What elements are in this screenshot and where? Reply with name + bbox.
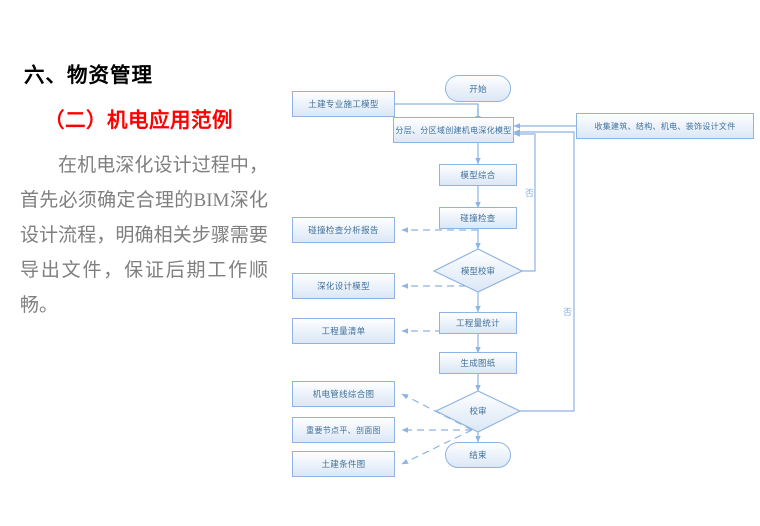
node-model-integration[interactable]: 模型综合 (439, 164, 517, 186)
edge-finalreview-no-loop (513, 129, 575, 412)
node-quantity-statistics[interactable]: 工程量统计 (439, 312, 517, 334)
edge-civil-to-create (395, 103, 479, 118)
decision-model-review-shape (432, 248, 524, 293)
node-civil-construction-model[interactable]: 土建专业施工模型 (292, 91, 395, 117)
node-clash-report[interactable]: 碰撞检查分析报告 (292, 217, 395, 243)
edge-fan-to-civil (401, 429, 473, 465)
node-collect-design-files[interactable]: 收集建筑、结构、机电、装饰设计文件 (576, 113, 754, 139)
decision-final-review-shape (434, 390, 522, 433)
edge-label-no-upper: 否 (525, 188, 535, 198)
node-quantity-list[interactable]: 工程量清单 (292, 318, 395, 344)
body-paragraph: 在机电深化设计过程中，首先必须确定合理的BIM深化设计流程，明确相关步骤需要导出… (20, 155, 268, 316)
page-title: 六、物资管理 (24, 65, 153, 87)
node-mep-composite-drawing[interactable]: 机电管线综合图 (292, 381, 395, 407)
node-civil-condition-drawing[interactable]: 土建条件图 (292, 451, 395, 477)
node-start[interactable]: 开始 (445, 75, 511, 102)
node-model-review-label[interactable]: 模型校审 (460, 266, 495, 276)
node-deepened-design-model[interactable]: 深化设计模型 (292, 273, 395, 299)
node-key-node-drawing[interactable]: 重要节点平、剖面图 (292, 417, 395, 443)
edge-label-no-lower: 否 (563, 307, 573, 317)
flowchart: 开始 土建专业施工模型 收集建筑、结构、机电、装饰设计文件 分层、分区域创建机电… (282, 60, 760, 480)
edge-review-no-loop (513, 131, 536, 272)
text-column: 六、物资管理 （二）机电应用范例 在机电深化设计过程中，首先必须确定合理的BIM… (0, 0, 282, 526)
section-subtitle: （二）机电应用范例 (44, 110, 233, 132)
node-final-review-label[interactable]: 校审 (469, 406, 487, 416)
node-clash-check[interactable]: 碰撞检查 (439, 207, 517, 229)
node-create-mep-model[interactable]: 分层、分区域创建机电深化模型 (393, 117, 514, 143)
node-generate-drawings[interactable]: 生成图纸 (439, 352, 517, 374)
node-end[interactable]: 结束 (445, 442, 511, 468)
